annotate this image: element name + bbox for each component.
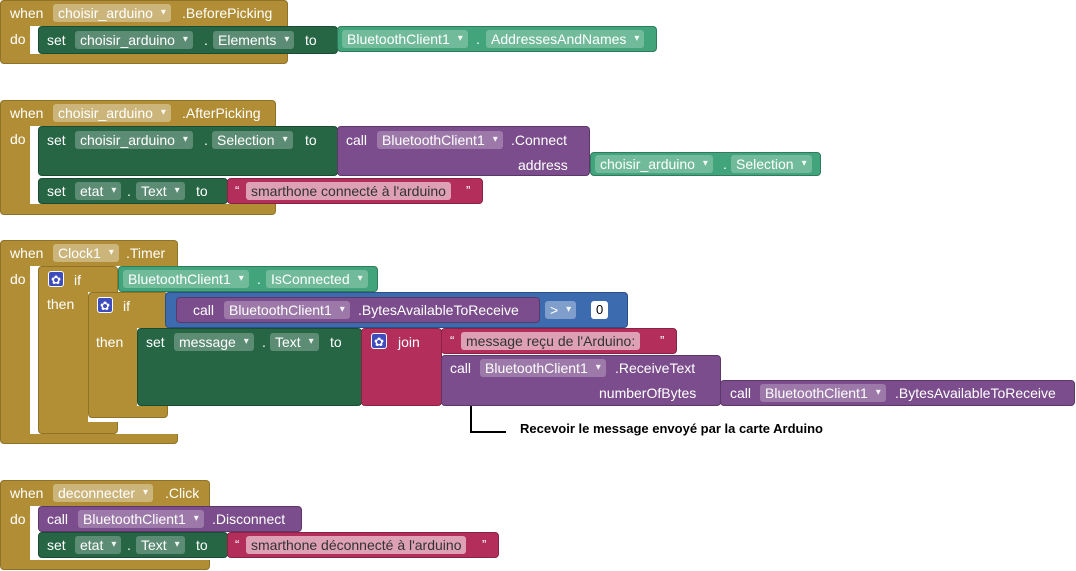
- call-component-dropdown[interactable]: BluetoothClient1: [224, 301, 350, 319]
- call-keyword: call: [450, 360, 472, 376]
- join-keyword: join: [398, 334, 420, 350]
- getter-property-dropdown[interactable]: AddressesAndNames: [486, 30, 645, 48]
- set-property-dropdown[interactable]: Text: [136, 536, 185, 554]
- set-component-dropdown[interactable]: message: [174, 333, 254, 351]
- to-keyword: to: [196, 183, 208, 199]
- set-property-dropdown[interactable]: Text: [270, 333, 319, 351]
- to-keyword: to: [196, 537, 208, 553]
- if-keyword: if: [74, 272, 81, 288]
- address-property-dropdown[interactable]: Selection: [731, 155, 812, 173]
- gear-icon[interactable]: ✿: [48, 271, 64, 287]
- dot-separator: .: [127, 537, 131, 553]
- annotation-text: Recevoir le message envoyé par la carte …: [520, 421, 823, 436]
- method-name: .BytesAvailableToReceive: [895, 385, 1056, 401]
- to-keyword: to: [330, 334, 342, 350]
- component-dropdown[interactable]: choisir_arduino: [53, 104, 171, 122]
- set-etat-text-block[interactable]: [38, 532, 228, 558]
- operator-dropdown[interactable]: >: [545, 301, 577, 319]
- text-string-value[interactable]: smarthone déconnecté à l'arduino: [246, 536, 467, 554]
- address-component-dropdown[interactable]: choisir_arduino: [595, 155, 713, 173]
- set-keyword: set: [47, 32, 66, 48]
- dot-separator: .: [723, 156, 727, 172]
- set-component-dropdown[interactable]: choisir_arduino: [75, 131, 193, 149]
- set-keyword: set: [47, 183, 66, 199]
- event-name: .AfterPicking: [182, 105, 261, 121]
- set-etat-text-block[interactable]: [38, 178, 228, 204]
- dot-separator: .: [257, 271, 261, 287]
- then-keyword: then: [96, 334, 124, 350]
- call-component-dropdown[interactable]: BluetoothClient1: [760, 384, 886, 402]
- set-keyword: set: [47, 537, 66, 553]
- when-keyword: when: [10, 245, 44, 261]
- dot-separator: .: [204, 32, 208, 48]
- quote-close: ”: [482, 537, 487, 552]
- call-component-dropdown[interactable]: BluetoothClient1: [78, 510, 204, 528]
- event-name: .BeforePicking: [182, 5, 273, 21]
- quote-open: “: [450, 333, 455, 348]
- call-component-dropdown[interactable]: BluetoothClient1: [377, 131, 503, 149]
- set-property-dropdown[interactable]: Elements: [213, 31, 295, 49]
- to-keyword: to: [305, 132, 317, 148]
- method-name: .Disconnect: [212, 511, 286, 527]
- set-component-dropdown[interactable]: choisir_arduino: [75, 31, 193, 49]
- method-name: .ReceiveText: [615, 360, 696, 376]
- call-keyword: call: [193, 302, 215, 318]
- method-name: .Connect: [511, 132, 568, 148]
- if-keyword: if: [123, 298, 130, 314]
- component-dropdown[interactable]: deconnecter: [53, 484, 154, 502]
- getter-property-dropdown[interactable]: IsConnected: [266, 270, 368, 288]
- call-keyword: call: [47, 511, 69, 527]
- quote-open: “: [235, 537, 240, 552]
- method-name: .BytesAvailableToReceive: [358, 302, 519, 318]
- set-component-dropdown[interactable]: etat: [75, 182, 122, 200]
- to-keyword: to: [305, 32, 317, 48]
- set-property-dropdown[interactable]: Text: [136, 182, 185, 200]
- event-name: .Timer: [126, 245, 166, 261]
- gear-icon[interactable]: ✿: [371, 333, 387, 349]
- do-keyword: do: [10, 131, 26, 147]
- component-dropdown[interactable]: Clock1: [53, 244, 119, 262]
- dot-separator: .: [204, 132, 208, 148]
- do-keyword: do: [10, 31, 26, 47]
- when-keyword: when: [10, 105, 44, 121]
- quote-close: ”: [466, 183, 471, 198]
- address-label: address: [518, 157, 568, 173]
- quote-open: “: [235, 183, 240, 198]
- getter-component-dropdown[interactable]: BluetoothClient1: [123, 270, 249, 288]
- dot-separator: .: [127, 183, 131, 199]
- when-keyword: when: [10, 485, 44, 501]
- set-keyword: set: [146, 334, 165, 350]
- event-name: .Click: [165, 485, 200, 501]
- getter-component-dropdown[interactable]: BluetoothClient1: [342, 30, 468, 48]
- dot-separator: .: [476, 31, 480, 47]
- text-string-value[interactable]: message reçu de l'Arduino:: [461, 332, 641, 350]
- set-component-dropdown[interactable]: etat: [75, 536, 122, 554]
- gear-icon[interactable]: ✿: [97, 297, 113, 313]
- number-value[interactable]: 0: [591, 301, 609, 319]
- do-keyword: do: [10, 511, 26, 527]
- call-component-dropdown[interactable]: BluetoothClient1: [480, 359, 606, 377]
- quote-close: ”: [660, 333, 665, 348]
- component-dropdown[interactable]: choisir_arduino: [53, 4, 171, 22]
- annotation-line-horizontal: [470, 431, 506, 433]
- set-keyword: set: [47, 132, 66, 148]
- call-keyword: call: [730, 385, 752, 401]
- number-of-bytes-label: numberOfBytes: [599, 385, 697, 401]
- text-string-value[interactable]: smarthone connecté à l'arduino: [246, 182, 451, 200]
- when-keyword: when: [10, 5, 44, 21]
- annotation-line-vertical: [470, 406, 472, 433]
- set-property-dropdown[interactable]: Selection: [212, 131, 293, 149]
- then-keyword: then: [47, 296, 75, 312]
- dot-separator: .: [262, 334, 266, 350]
- call-keyword: call: [346, 132, 368, 148]
- do-keyword: do: [10, 271, 26, 287]
